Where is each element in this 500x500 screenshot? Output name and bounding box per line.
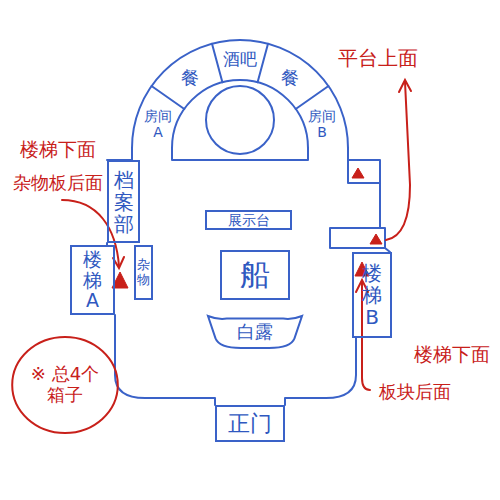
ellipse-path [12,337,118,433]
platform-box [330,228,385,248]
bar-room: 酒吧 [222,49,258,71]
node-text: 展示台 [228,212,270,228]
annotation: 楼梯下面 [414,342,490,368]
box-marker [352,168,364,178]
node-text: 正门 [228,411,272,436]
dome-outer-wall [132,40,348,148]
arrow-head [399,80,411,92]
note-circle: ※ 总4个 箱子 [10,335,120,435]
node-text: 杂物 [137,258,150,287]
node-text: 船 [240,258,270,293]
upper-platform-box [348,160,380,183]
node-text: ※ 总4个 箱子 [29,364,101,405]
node-text: 房间A [143,108,173,140]
annotation: 杂物板后面 [13,171,103,195]
node-text: 酒吧 [223,50,257,70]
dining-room: 餐 [180,67,200,90]
stairs-box: 楼梯A [70,245,115,315]
node-text: 楼梯A [83,249,102,312]
dining-room: 餐 [280,67,300,90]
storage-box: 杂物 [134,245,153,300]
annotation: 楼梯下面 [20,137,96,163]
node-text: 餐 [281,68,299,89]
node-text: 房间B [307,108,337,140]
box-marker [370,234,382,244]
ship-box: 船 [220,250,290,300]
annotation: 平台上面 [338,45,418,72]
room-dividers [152,44,329,109]
display-stand: 展示台 [205,210,292,230]
node-text: 档案部 [114,169,134,235]
round-hall [206,86,274,154]
archive-room: 档案部 [107,160,140,243]
leader-arrow [386,82,410,240]
node-text: 楼梯B [362,262,382,328]
node-text: 白露 [237,322,273,343]
boat-path [208,316,302,348]
right-wall [285,148,390,405]
guest-room: 房间A [142,107,174,141]
node-text: 餐 [181,68,199,89]
guest-room: 房间B [306,107,338,141]
left-wall [107,148,215,405]
boat-shape: 白露 [208,316,302,348]
stairs-box: 楼梯B [352,252,392,338]
dome-inner-wall [172,80,308,148]
annotation: 板块后面 [379,380,451,404]
main-gate: 正门 [215,405,285,442]
